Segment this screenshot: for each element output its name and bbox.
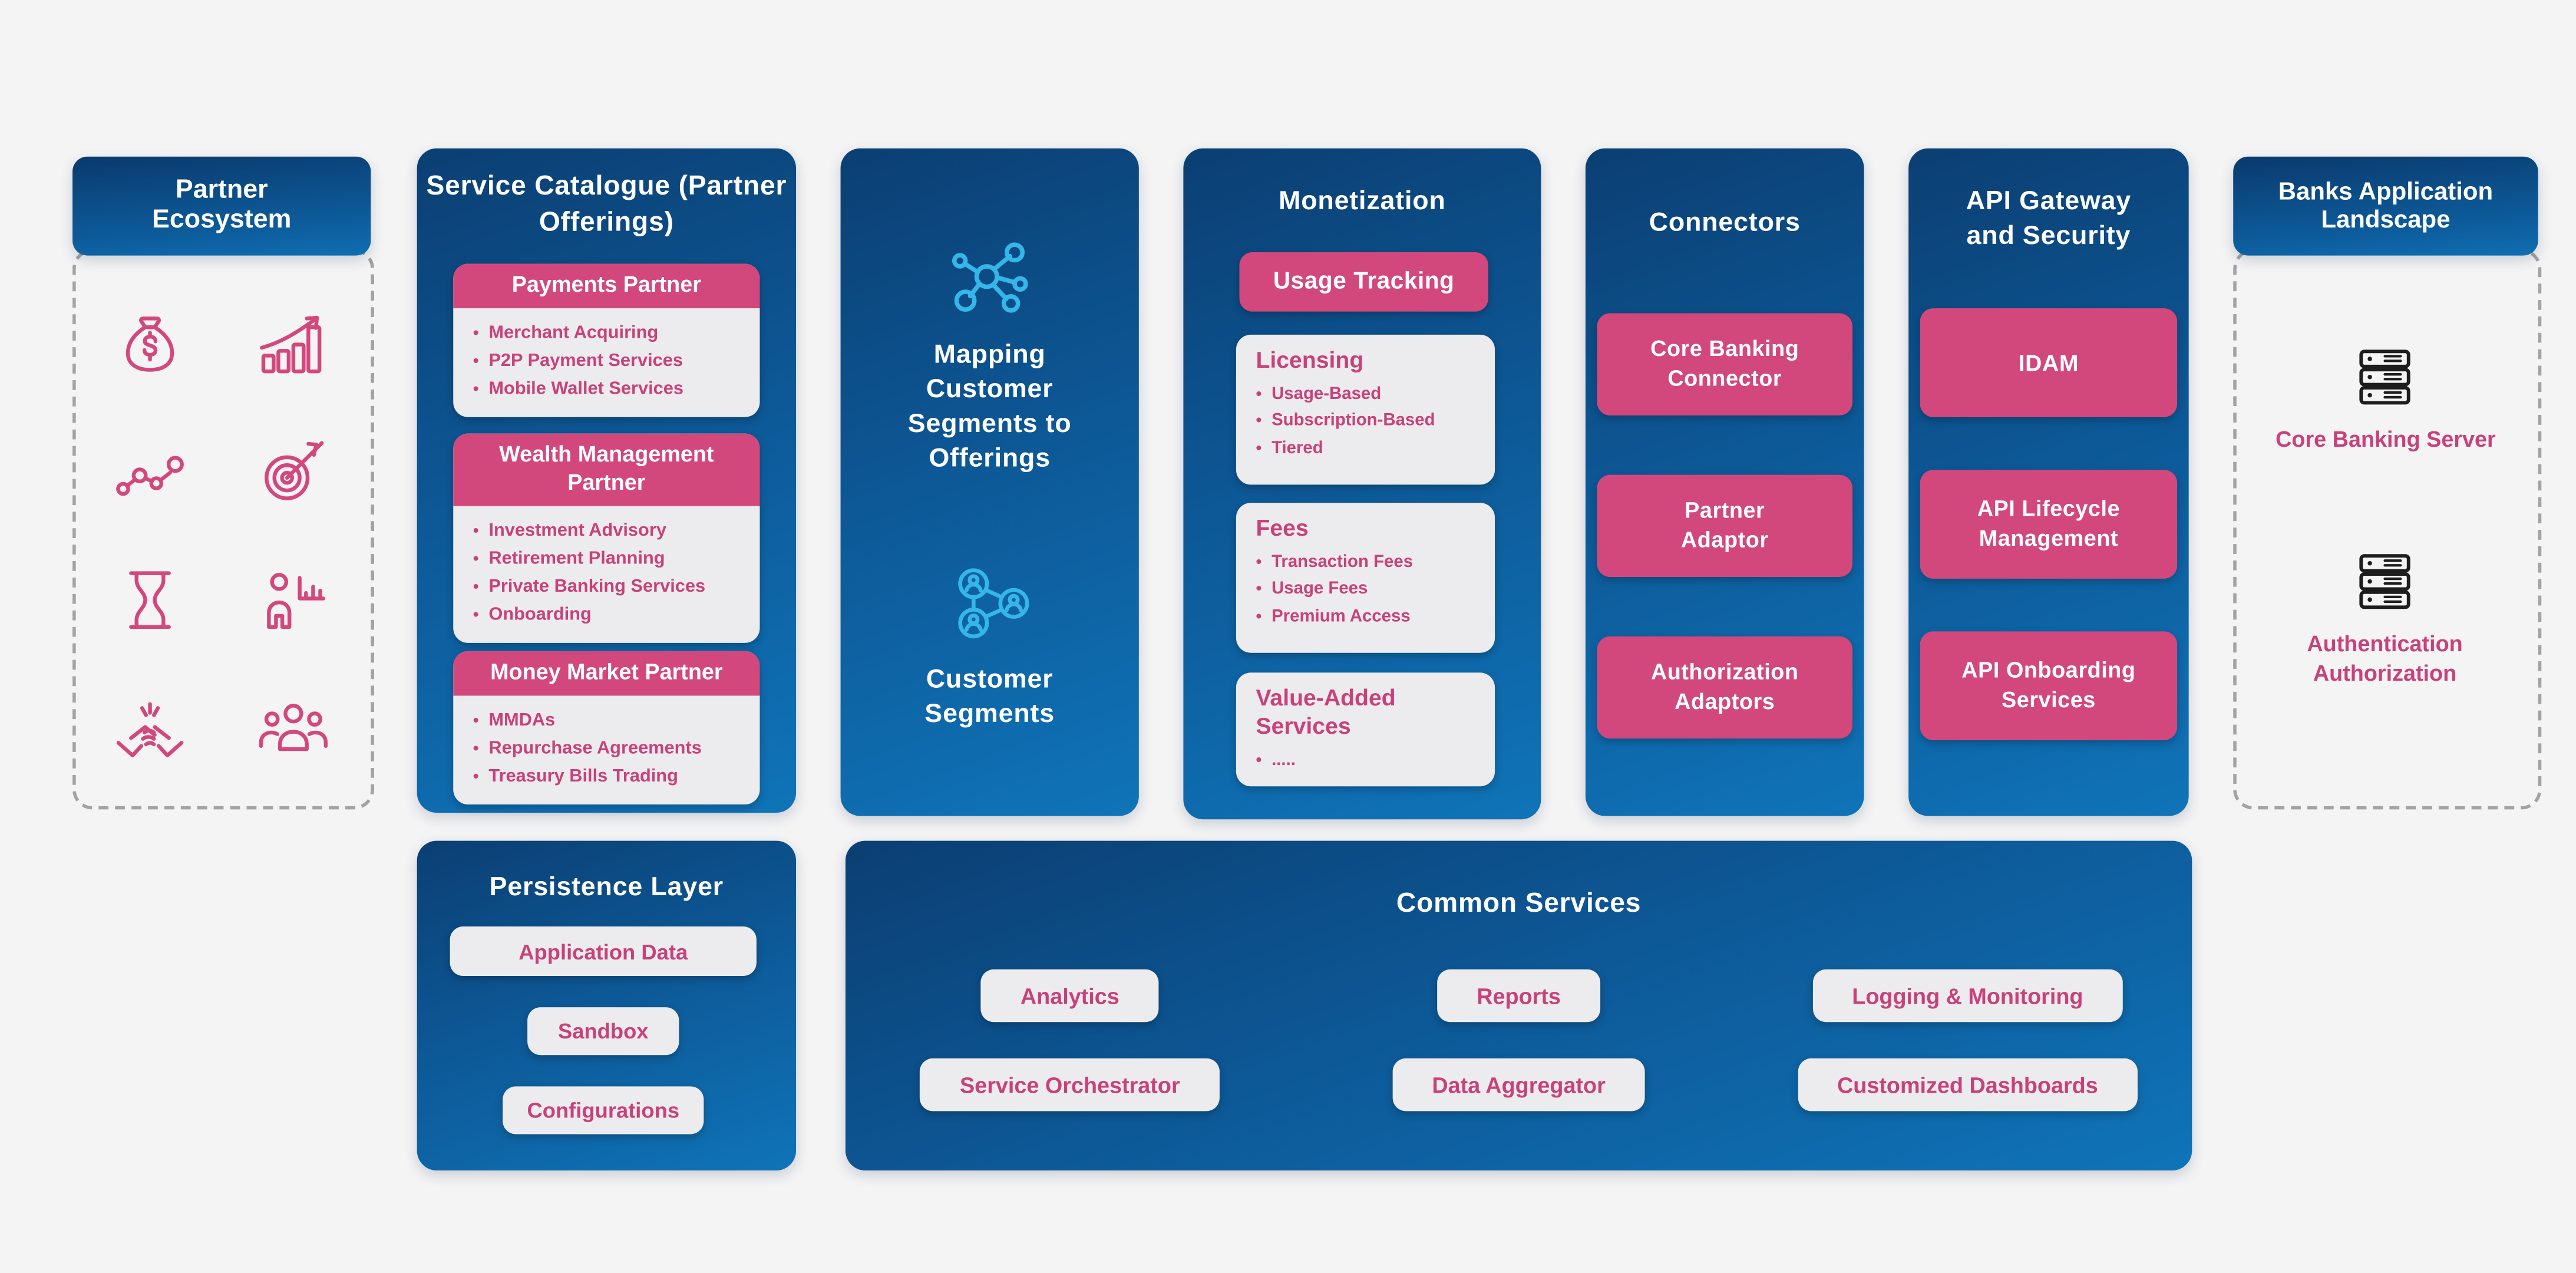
list-item: Onboarding bbox=[473, 602, 750, 630]
fees-list: Transaction Fees Usage Fees Premium Acce… bbox=[1256, 549, 1491, 630]
wealth-management-card: Wealth Management Partner Investment Adv… bbox=[453, 433, 760, 643]
list-item: Usage-Based bbox=[1256, 381, 1491, 408]
money-market-list: MMDAs Repurchase Agreements Treasury Bil… bbox=[453, 707, 759, 791]
partner-ecosystem-icons bbox=[79, 281, 364, 791]
service-catalogue-title: Service Catalogue (Partner Offerings) bbox=[426, 171, 787, 238]
payments-partner-header: Payments Partner bbox=[453, 263, 760, 308]
list-item: Premium Access bbox=[1256, 603, 1491, 630]
hourglass-icon bbox=[129, 570, 171, 629]
common-services-panel: Common Services Analytics Reports Loggin… bbox=[845, 840, 2192, 1171]
service-catalogue-panel: Service Catalogue (Partner Offerings) Pa… bbox=[417, 148, 797, 813]
presenter-chart-icon bbox=[266, 572, 325, 629]
list-item: Retirement Planning bbox=[473, 545, 750, 573]
api-onboarding-services-button: API Onboarding Services bbox=[1920, 631, 2178, 740]
reports-pill: Reports bbox=[1437, 969, 1601, 1023]
service-orchestrator-pill: Service Orchestrator bbox=[920, 1058, 1220, 1112]
api-gateway-panel: API Gateway and Security IDAM API Lifecy… bbox=[1908, 148, 2189, 816]
mapping-title: Mapping Customer Segments to Offerings bbox=[907, 341, 1072, 474]
list-item: Private Banking Services bbox=[473, 573, 750, 602]
value-added-title: Value-Added Services bbox=[1256, 684, 1396, 738]
core-banking-server-caption: Core Banking Server bbox=[2276, 427, 2496, 452]
list-item: Tiered bbox=[1256, 435, 1491, 462]
idam-button: IDAM bbox=[1920, 308, 2178, 417]
wealth-management-list: Investment Advisory Retirement Planning … bbox=[453, 517, 759, 630]
money-market-card: Money Market Partner MMDAs Repurchase Ag… bbox=[453, 651, 760, 805]
list-item: Investment Advisory bbox=[473, 517, 750, 546]
list-item: Repurchase Agreements bbox=[473, 735, 750, 763]
server-icon bbox=[2359, 349, 2410, 405]
persistence-layer-panel: Persistence Layer Application Data Sandb… bbox=[417, 840, 797, 1171]
money-bag-icon bbox=[126, 316, 174, 372]
growth-chart-icon bbox=[259, 315, 321, 373]
api-lifecycle-management-button: API Lifecycle Management bbox=[1920, 470, 2178, 579]
network-icon bbox=[952, 242, 1028, 313]
line-chart-icon bbox=[116, 456, 184, 496]
common-services-row-1: Analytics Reports Logging & Monitoring bbox=[846, 969, 2192, 1023]
monetization-title: Monetization bbox=[1279, 187, 1446, 216]
banks-landscape-header: Banks Application Landscape bbox=[2233, 156, 2538, 256]
list-item: Treasury Bills Trading bbox=[473, 763, 750, 791]
sandbox-pill: Sandbox bbox=[527, 1007, 679, 1056]
list-item: Usage Fees bbox=[1256, 576, 1491, 603]
list-item: ..... bbox=[1256, 746, 1491, 773]
logging-monitoring-pill: Logging & Monitoring bbox=[1812, 969, 2123, 1023]
server-icon bbox=[2359, 554, 2410, 609]
core-banking-connector-button: Core Banking Connector bbox=[1597, 313, 1853, 415]
payments-partner-list: Merchant Acquiring P2P Payment Services … bbox=[453, 319, 759, 404]
partner-adaptor-button: Partner Adaptor bbox=[1597, 474, 1853, 578]
fees-title: Fees bbox=[1256, 514, 1309, 541]
value-added-card: Value-Added Services ..... bbox=[1236, 672, 1495, 787]
usage-tracking-pill: Usage Tracking bbox=[1239, 252, 1488, 312]
partner-ecosystem-title: Partner Ecosystem bbox=[152, 176, 292, 235]
value-added-list: ..... bbox=[1256, 746, 1491, 773]
licensing-list: Usage-Based Subscription-Based Tiered bbox=[1256, 381, 1491, 462]
customer-segments-icon bbox=[958, 568, 1029, 639]
authentication-authorization-caption: Authentication Authorization bbox=[2307, 631, 2463, 685]
banks-landscape-title: Banks Application Landscape bbox=[2278, 178, 2494, 235]
payments-partner-card: Payments Partner Merchant Acquiring P2P … bbox=[453, 263, 760, 417]
api-gateway-title: API Gateway and Security bbox=[1966, 187, 2132, 251]
customized-dashboards-pill: Customized Dashboards bbox=[1797, 1058, 2138, 1112]
list-item: Mobile Wallet Services bbox=[473, 376, 750, 404]
wealth-management-header: Wealth Management Partner bbox=[453, 433, 760, 506]
application-data-pill: Application Data bbox=[450, 926, 757, 976]
persistence-layer-title: Persistence Layer bbox=[489, 873, 724, 902]
monetization-panel: Monetization Usage Tracking Licensing Us… bbox=[1183, 148, 1541, 820]
connectors-panel: Connectors Core Banking Connector Partne… bbox=[1585, 148, 1864, 816]
list-item: Merchant Acquiring bbox=[473, 319, 750, 348]
common-services-row-2: Service Orchestrator Data Aggregator Cus… bbox=[846, 1058, 2192, 1112]
list-item: Transaction Fees bbox=[1256, 549, 1491, 576]
banks-landscape-container bbox=[2233, 249, 2542, 810]
target-icon bbox=[264, 441, 323, 501]
data-aggregator-pill: Data Aggregator bbox=[1392, 1058, 1645, 1112]
partner-ecosystem-header: Partner Ecosystem bbox=[72, 156, 371, 256]
money-market-header: Money Market Partner bbox=[453, 651, 760, 696]
connectors-title: Connectors bbox=[1649, 209, 1801, 238]
list-item: P2P Payment Services bbox=[473, 348, 750, 376]
customer-segments-caption: Customer Segments bbox=[924, 666, 1055, 729]
mapping-panel: Mapping Customer Segments to Offerings C… bbox=[840, 148, 1139, 816]
analytics-pill: Analytics bbox=[980, 969, 1159, 1023]
list-item: Subscription-Based bbox=[1256, 408, 1491, 435]
people-group-icon bbox=[259, 704, 328, 752]
fees-card: Fees Transaction Fees Usage Fees Premium… bbox=[1236, 503, 1495, 653]
common-services-title: Common Services bbox=[1396, 888, 1642, 919]
handshake-icon bbox=[117, 703, 184, 758]
licensing-card: Licensing Usage-Based Subscription-Based… bbox=[1236, 334, 1495, 485]
configurations-pill: Configurations bbox=[503, 1086, 704, 1135]
list-item: MMDAs bbox=[473, 707, 750, 736]
authorization-adaptors-button: Authorization Adaptors bbox=[1597, 636, 1853, 739]
licensing-title: Licensing bbox=[1256, 346, 1364, 373]
